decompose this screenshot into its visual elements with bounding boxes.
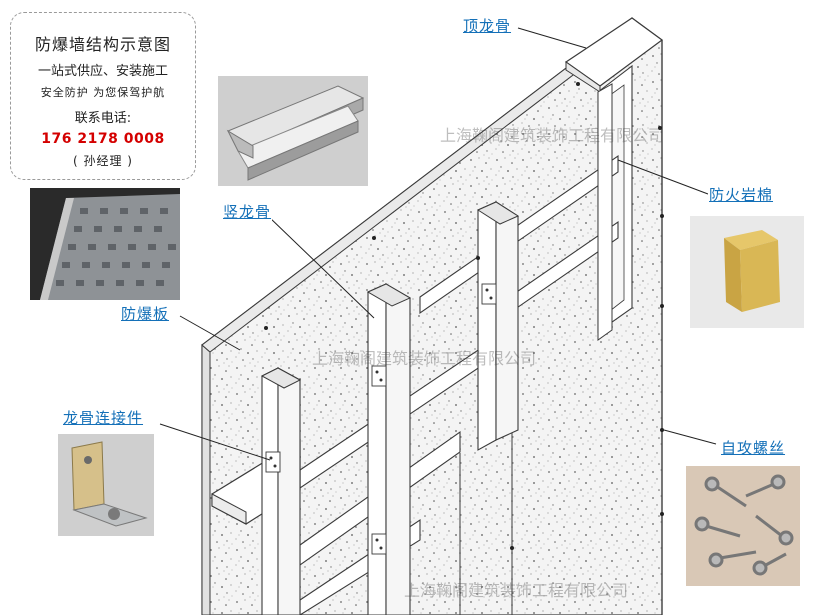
blast-board-label: 防爆板 [120,303,171,324]
company-watermark: 上海鞠阁建筑装饰工程有限公司 [404,581,629,600]
contact-label: 联系电话: [74,111,132,126]
info-box: 防爆墙结构示意图 一站式供应、安装施工 安全防护 为您保驾护航 联系电话: 17… [10,12,196,180]
top-keel [564,17,664,93]
phone-number[interactable]: 176 2178 0008 [41,131,165,147]
screw-dots [264,82,664,550]
rock-wool-photo [690,216,804,328]
vertical-keel-label: 竖龙骨 [222,201,273,222]
tapping-screws-photo [686,466,800,586]
safety-slogan: 安全防护 为您保驾护航 [40,86,166,99]
keel-connector-label: 龙骨连接件 [62,407,145,428]
board-seam [459,415,513,615]
diagram-title: 防爆墙结构示意图 [34,35,171,54]
tapping-screw-label: 自攻螺丝 [720,437,787,458]
company-watermark: 上海鞠阁建筑装饰工程有限公司 [312,349,537,368]
leader-lines [159,27,717,461]
keel-connector-photo [58,434,154,536]
rock-wool-label: 防火岩棉 [708,184,775,205]
blast-board-photo [30,188,180,300]
service-slogan: 一站式供应、安装施工 [37,64,168,79]
company-watermark: 上海鞠阁建筑装饰工程有限公司 [440,126,665,145]
keel-connectors [265,283,497,555]
steel-profile-photo [218,76,368,186]
top-keel-label: 顶龙骨 [462,15,513,36]
vertical-keels [260,83,613,615]
contact-person: ( 孙经理 ) [73,154,133,168]
